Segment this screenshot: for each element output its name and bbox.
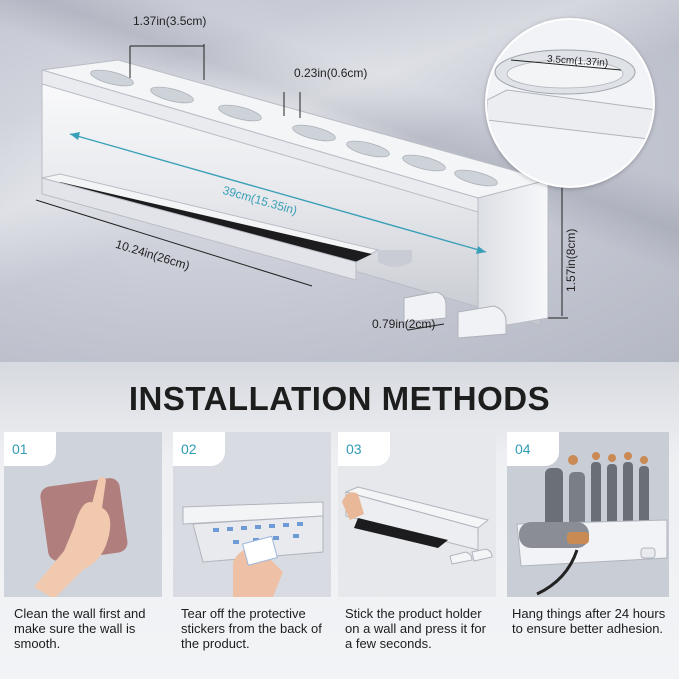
length-dimension-line <box>69 133 487 253</box>
step-caption-2: Tear off the protective stickers from th… <box>181 606 322 651</box>
press-holder-photo <box>338 432 496 597</box>
step-number: 02 <box>181 441 197 457</box>
slot-zoom-detail: 3.5cm(1.37in) <box>485 18 655 188</box>
step-caption-4: Hang things after 24 hours to ensure bet… <box>512 606 666 636</box>
step-number: 04 <box>515 441 531 457</box>
step-card-4: 04 <box>507 432 669 597</box>
step-number-badge: 01 <box>4 432 56 466</box>
step-number: 01 <box>12 441 28 457</box>
step-number-badge: 02 <box>173 432 225 466</box>
rack-illustration <box>35 44 568 339</box>
slot-zoom-illustration <box>487 49 653 141</box>
step-card-3: 03 <box>338 432 496 597</box>
step-number-badge: 03 <box>338 432 390 466</box>
step-number-badge: 04 <box>507 432 559 466</box>
slot-width-label: 1.37in(3.5cm) <box>133 14 207 28</box>
step-card-2: 02 <box>173 432 331 597</box>
step-number: 03 <box>346 441 362 457</box>
step-caption-1: Clean the wall first and make sure the w… <box>14 606 146 651</box>
hair-tools-photo <box>507 432 669 597</box>
slot-gap-label: 0.23in(0.6cm) <box>294 66 368 80</box>
height-label: 1.57in(8cm) <box>564 228 578 292</box>
product-hero: 1.37in(3.5cm) 0.23in(0.6cm) 39cm(15.35in… <box>0 0 679 362</box>
installation-title: INSTALLATION METHODS <box>128 380 551 417</box>
step-card-1: 01 <box>4 432 162 597</box>
hook-width-label: 0.79in(2cm) <box>372 317 436 331</box>
step-caption-3: Stick the product holder on a wall and p… <box>345 606 486 651</box>
